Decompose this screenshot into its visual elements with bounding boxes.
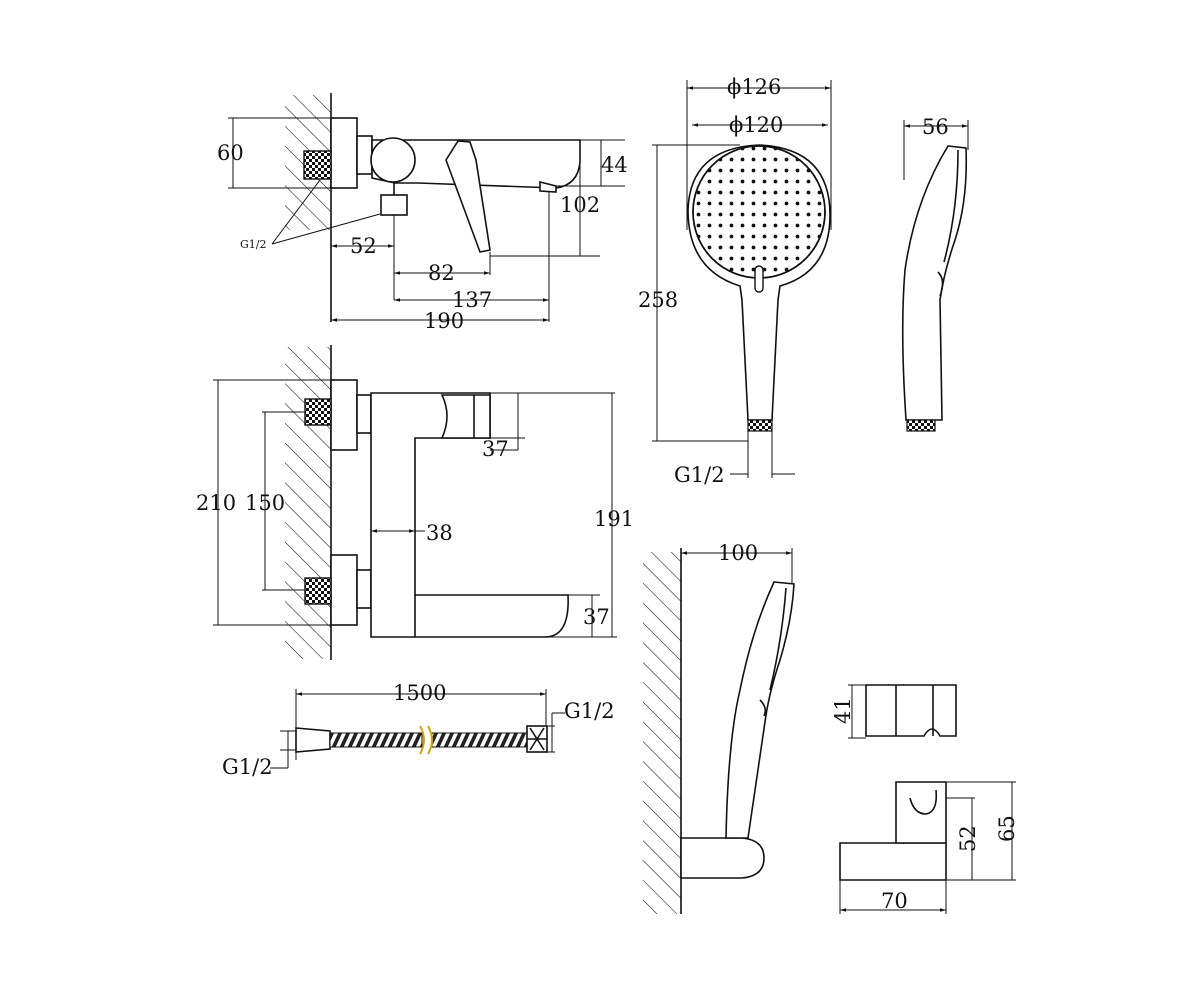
wall-flange bbox=[330, 117, 358, 189]
dim-65: 65 bbox=[995, 815, 1019, 842]
top-view: 210 150 37 38 191 37 bbox=[196, 345, 634, 660]
mixer-cartridge bbox=[370, 137, 416, 183]
inlet-thread bbox=[303, 150, 332, 180]
dim-38: 38 bbox=[426, 521, 453, 545]
dim-52: 52 bbox=[350, 234, 377, 258]
mounted-shower bbox=[725, 581, 795, 839]
lever-top bbox=[440, 394, 491, 439]
wall-hatch-mounted bbox=[643, 552, 681, 914]
dim-1500: 1500 bbox=[393, 681, 446, 705]
hose-cone-end bbox=[295, 727, 331, 753]
thread-label-shower: G1/2 bbox=[674, 463, 725, 487]
shower-button bbox=[754, 265, 764, 293]
eccentric-nut bbox=[356, 135, 373, 175]
mixer-lever bbox=[445, 140, 491, 253]
dim-60: 60 bbox=[217, 141, 244, 165]
shower-side-outline bbox=[901, 145, 968, 421]
hose-break-mark bbox=[419, 725, 433, 755]
thread-label-hose-right: G1/2 bbox=[564, 699, 615, 723]
hose-view: 1500 G1/2 G1/2 bbox=[222, 681, 615, 779]
dim-37-top: 37 bbox=[482, 437, 509, 461]
dim-52-holder: 52 bbox=[956, 825, 980, 852]
mounted-view: 100 bbox=[643, 541, 795, 914]
dim-210: 210 bbox=[196, 491, 236, 515]
mounted-holder bbox=[680, 837, 765, 879]
hose-coil-right bbox=[431, 732, 528, 748]
dim-100: 100 bbox=[718, 541, 758, 565]
holder-bracket bbox=[839, 842, 947, 881]
hose-coil-left bbox=[329, 732, 423, 748]
dim-56: 56 bbox=[922, 115, 949, 139]
wall-hatch-top bbox=[285, 347, 331, 659]
spout-outlet bbox=[539, 180, 557, 193]
dim-258: 258 bbox=[638, 288, 678, 312]
hand-shower-front: ϕ126 ϕ120 258 G1/2 bbox=[638, 75, 832, 487]
dim-70: 70 bbox=[881, 889, 908, 913]
dim-d126: ϕ126 bbox=[727, 75, 781, 99]
shower-thread bbox=[747, 419, 773, 432]
diverter bbox=[380, 194, 408, 216]
holder-detail: 41 52 65 70 bbox=[831, 684, 1019, 914]
thread-label-hose-left: G1/2 bbox=[222, 755, 273, 779]
holder-clamp bbox=[865, 684, 957, 737]
front-view: 60 G1/2 44 102 52 82 137 190 bbox=[217, 93, 628, 333]
dim-190: 190 bbox=[424, 309, 464, 333]
dim-137: 137 bbox=[452, 288, 492, 312]
dim-82: 82 bbox=[428, 261, 455, 285]
thread-label-front: G1/2 bbox=[240, 238, 267, 251]
dim-d120: ϕ120 bbox=[729, 113, 783, 137]
dim-41: 41 bbox=[831, 697, 855, 724]
dim-102: 102 bbox=[560, 193, 600, 217]
dim-150: 150 bbox=[245, 491, 285, 515]
shower-side-thread bbox=[906, 419, 936, 432]
dim-37-bottom: 37 bbox=[583, 605, 610, 629]
hand-shower-side: 56 bbox=[901, 115, 969, 432]
dim-44: 44 bbox=[601, 153, 628, 177]
dim-191: 191 bbox=[594, 507, 634, 531]
